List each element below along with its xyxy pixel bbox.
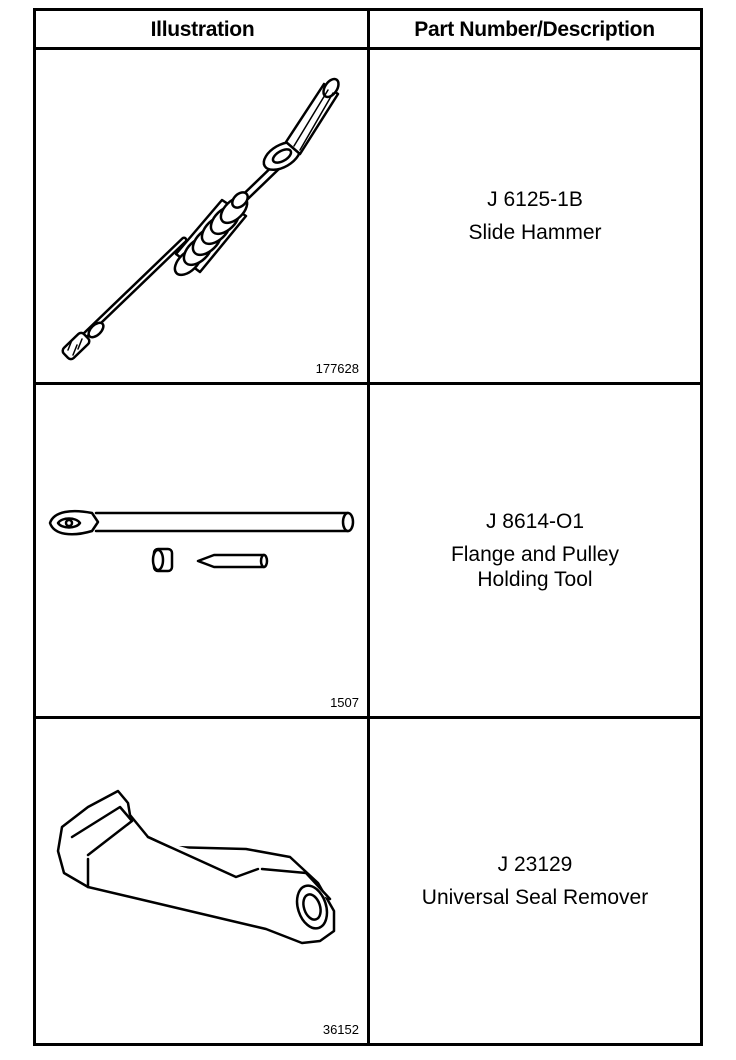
header-illustration: Illustration xyxy=(150,18,255,41)
part-number: J 23129 xyxy=(497,853,573,876)
figure-number: 1507 xyxy=(330,695,359,710)
header-divider xyxy=(36,47,700,50)
seal-remover-illustration: 36152 xyxy=(36,719,367,1043)
seal-remover-description: J 23129 Universal Seal Remover xyxy=(370,719,700,1043)
slide-hammer-description: J 6125-1B Slide Hammer xyxy=(370,50,700,382)
part-description-line-1: Flange and Pulley xyxy=(450,543,620,566)
slide-hammer-illustration: 177628 xyxy=(36,50,367,382)
part-description: Universal Seal Remover xyxy=(421,886,649,909)
part-number: J 6125-1B xyxy=(487,188,583,211)
row-divider xyxy=(36,716,700,719)
column-divider xyxy=(367,11,370,1043)
holding-tool-illustration: 1507 xyxy=(36,385,367,716)
figure-number: 177628 xyxy=(315,361,359,376)
row-divider xyxy=(36,382,700,385)
part-description: Slide Hammer xyxy=(468,221,602,244)
part-number: J 8614-O1 xyxy=(485,510,585,533)
holding-tool-description: J 8614-O1 Flange and Pulley Holding Tool xyxy=(370,385,700,716)
tool-table: Illustration Part Number/Description xyxy=(33,8,703,1046)
figure-number: 36152 xyxy=(322,1022,359,1037)
part-description-line-2: Holding Tool xyxy=(477,568,593,591)
header-part-description: Part Number/Description xyxy=(414,18,655,41)
